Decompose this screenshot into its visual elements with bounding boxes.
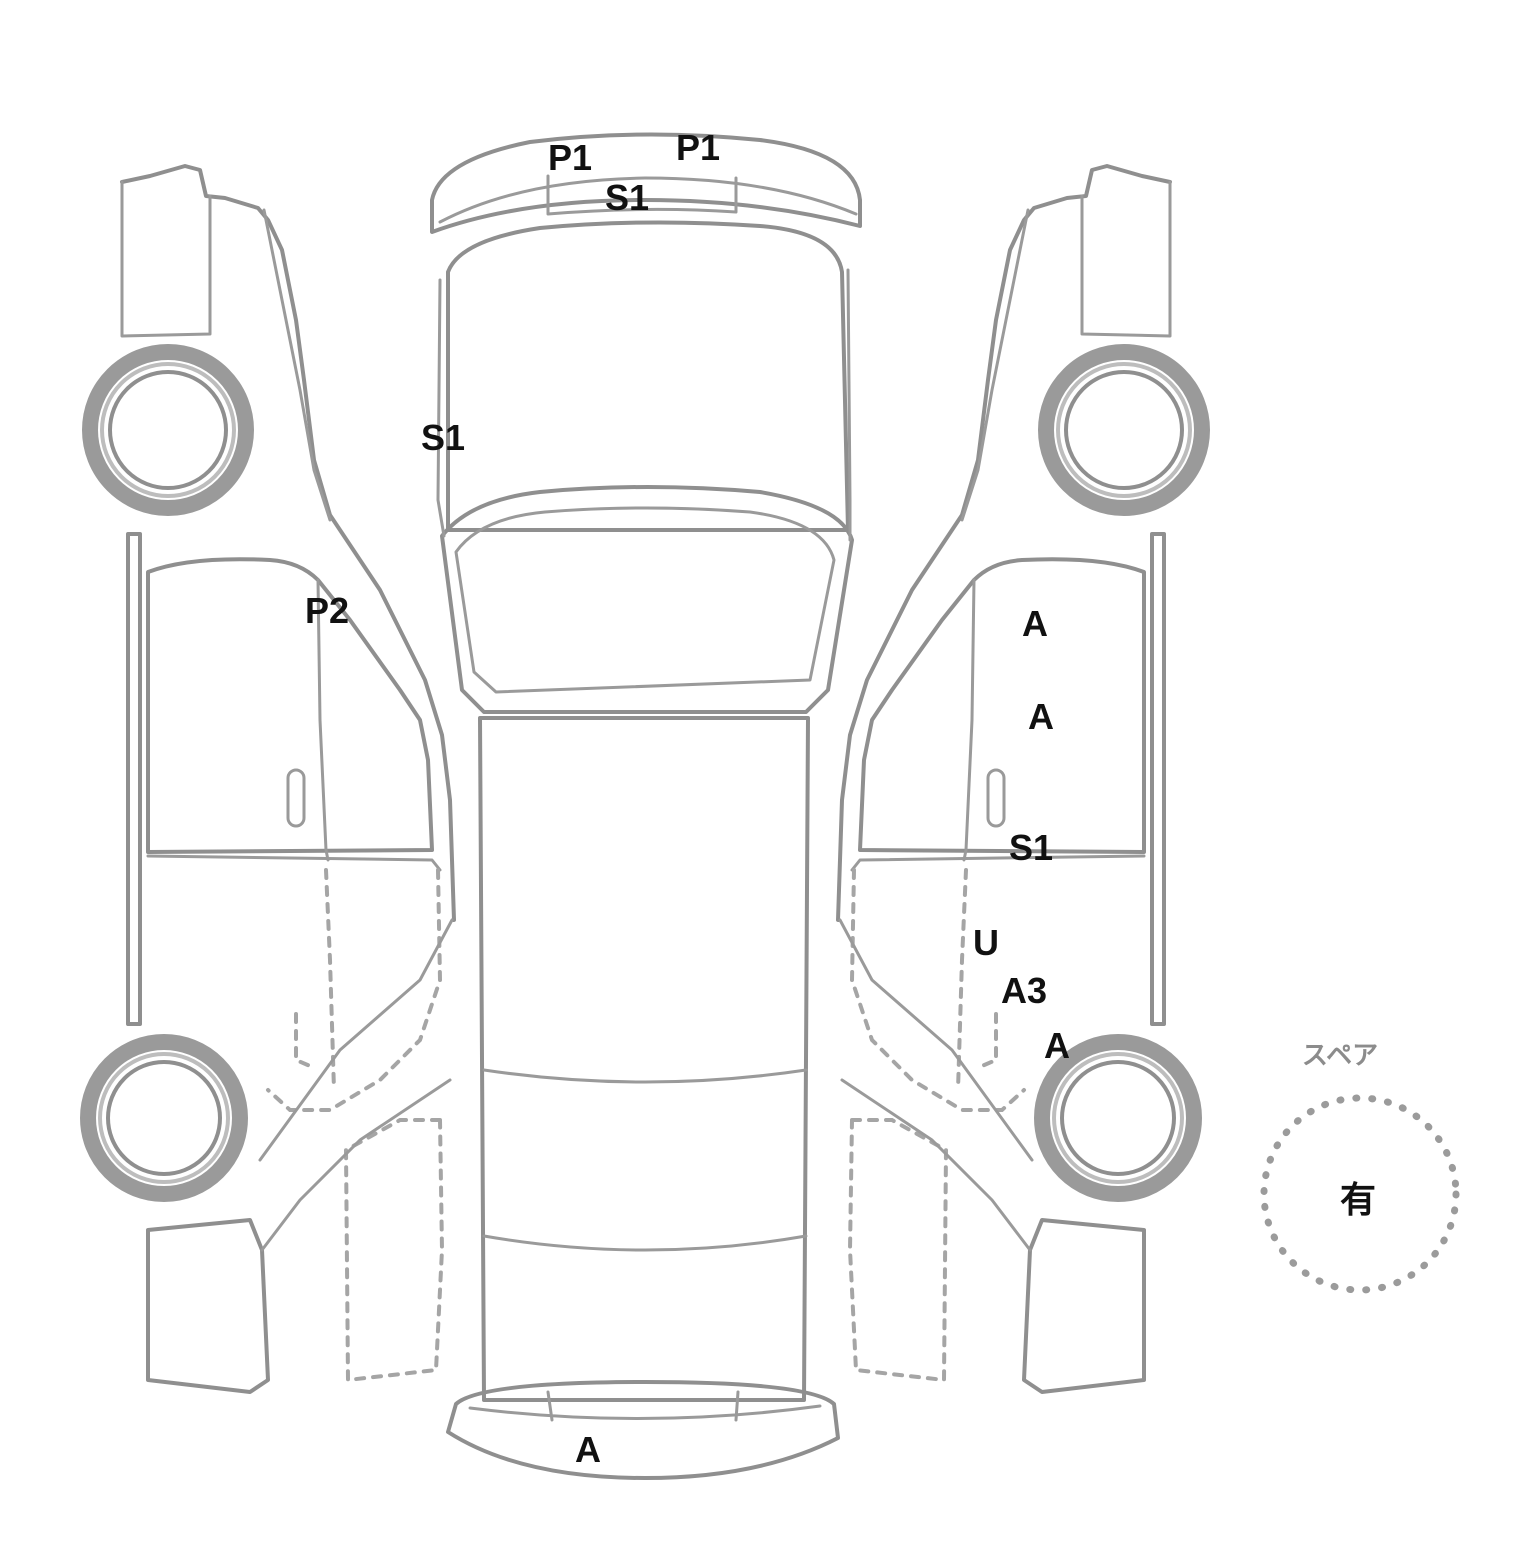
right-side-rear-quarter bbox=[847, 1118, 949, 1383]
roof bbox=[478, 716, 810, 1402]
hood bbox=[446, 220, 850, 532]
damage-mark: P1 bbox=[676, 127, 720, 168]
damage-mark: S1 bbox=[1009, 827, 1053, 868]
top-view bbox=[430, 132, 862, 1480]
rear-bumper bbox=[446, 1380, 840, 1480]
right-rear-tire bbox=[1034, 1034, 1202, 1202]
left-rear-tire bbox=[80, 1034, 248, 1202]
right-front-tire bbox=[1038, 344, 1210, 516]
right-side-windshield-pillar bbox=[960, 208, 1030, 522]
spare-title: スペア bbox=[1302, 1041, 1378, 1071]
damage-mark: A3 bbox=[1001, 970, 1047, 1011]
left-front-tire bbox=[82, 344, 254, 516]
left-side-rear-pillar bbox=[258, 918, 454, 1252]
left-side-door-seam bbox=[316, 578, 330, 862]
rear-window-line-2 bbox=[482, 1234, 808, 1252]
left-side-front-grille bbox=[120, 180, 212, 338]
left-side-body bbox=[126, 532, 142, 1026]
front-bumper-grille bbox=[438, 174, 858, 224]
right-side-rear-door-outline bbox=[849, 868, 1026, 1112]
right-side-rear-bumper bbox=[1022, 1218, 1146, 1394]
spare-tire-circle bbox=[1260, 1094, 1460, 1294]
spare-value: 有 bbox=[1340, 1180, 1376, 1221]
right-side-door-handle bbox=[986, 768, 1006, 828]
rear-window-line-1 bbox=[482, 1068, 808, 1084]
left-side-beltline bbox=[146, 854, 442, 872]
right-side-door-seam bbox=[962, 578, 976, 862]
damage-mark: S1 bbox=[421, 417, 465, 458]
left-side-windshield-pillar bbox=[262, 208, 332, 522]
right-side-front-fender bbox=[836, 164, 1172, 922]
spare-tire-indicator bbox=[1260, 1094, 1460, 1294]
damage-mark: U bbox=[973, 922, 999, 963]
windshield-glass bbox=[454, 506, 836, 694]
damage-mark: A bbox=[1028, 696, 1054, 737]
left-a-pillar-top bbox=[436, 278, 446, 538]
left-side-window bbox=[146, 557, 434, 854]
damage-mark: A bbox=[1022, 603, 1048, 644]
damage-mark: A bbox=[1044, 1025, 1070, 1066]
right-side-rear-pillar bbox=[838, 918, 1034, 1252]
right-side-window bbox=[858, 557, 1146, 854]
left-side-front-fender bbox=[120, 164, 456, 922]
right-side-view bbox=[836, 164, 1210, 1394]
left-side-rear-quarter bbox=[343, 1118, 445, 1383]
left-side-rear-bumper bbox=[146, 1218, 270, 1394]
damage-marks: P1 P1 S1 S1 P2 A A S1 U A3 A A bbox=[305, 127, 1070, 1470]
right-side-beltline bbox=[850, 854, 1146, 872]
right-side-body bbox=[1150, 532, 1166, 1026]
damage-mark: P1 bbox=[548, 137, 592, 178]
left-side-door-handle bbox=[286, 768, 306, 828]
damage-mark: A bbox=[575, 1429, 601, 1470]
left-side-rear-door-outline bbox=[266, 868, 443, 1112]
front-bumper bbox=[430, 132, 862, 234]
damage-mark: P2 bbox=[305, 590, 349, 631]
rear-bumper-detail bbox=[468, 1390, 822, 1422]
damage-mark: S1 bbox=[605, 177, 649, 218]
left-side-view bbox=[80, 164, 456, 1394]
right-side-front-grille bbox=[1080, 180, 1172, 338]
right-a-pillar-top bbox=[846, 268, 852, 542]
windshield-frame bbox=[440, 485, 854, 714]
